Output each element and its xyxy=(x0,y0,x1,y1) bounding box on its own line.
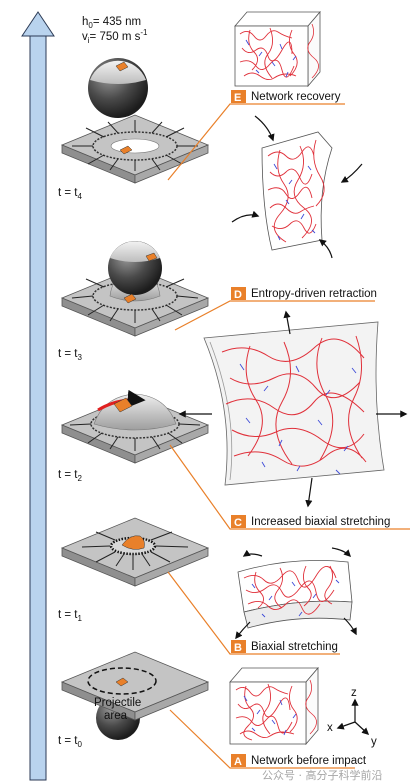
stage-label-b: B Biaxial stretching xyxy=(231,640,338,654)
stage-t1-illustration xyxy=(60,517,210,587)
svg-text:Increased biaxial stretching: Increased biaxial stretching xyxy=(251,516,390,528)
coordinate-axes: z x y xyxy=(327,687,377,748)
projectile-area-line1: Projectile xyxy=(94,697,141,709)
stage-label-c: C Increased biaxial stretching xyxy=(231,515,390,529)
stage-t3-illustration xyxy=(60,241,210,337)
svg-text:B: B xyxy=(234,642,242,654)
stage-label-d: D Entropy-driven retraction xyxy=(231,287,377,301)
axis-y-label: y xyxy=(371,736,377,748)
h0-parameter: h0= 435 nm xyxy=(82,16,141,30)
stage-t0-illustration xyxy=(60,651,210,740)
axis-z-label: z xyxy=(351,687,357,699)
stage-label-e: E Network recovery xyxy=(231,90,341,104)
network-cube-a xyxy=(229,666,319,746)
svg-text:C: C xyxy=(234,517,242,529)
svg-text:D: D xyxy=(234,289,242,301)
svg-text:A: A xyxy=(234,756,242,768)
svg-text:Network recovery: Network recovery xyxy=(251,91,341,103)
network-cube-e xyxy=(234,10,321,88)
network-sheet-stretched xyxy=(178,310,408,508)
projectile-area-line2: area xyxy=(104,710,128,722)
time-label-t2: t = t2 xyxy=(58,469,83,483)
time-label-t4: t = t4 xyxy=(58,187,83,201)
time-label-t1: t = t1 xyxy=(58,609,83,623)
connector-lines xyxy=(167,103,410,769)
time-arrow xyxy=(21,11,55,781)
vi-parameter: vi= 750 m s-1 xyxy=(82,28,148,45)
stage-t2-illustration xyxy=(60,389,210,464)
time-label-t0: t = t0 xyxy=(58,735,83,749)
svg-text:Entropy-driven retraction: Entropy-driven retraction xyxy=(251,288,377,300)
network-sheet-recovery xyxy=(231,115,363,259)
svg-text:Network before impact: Network before impact xyxy=(251,755,367,767)
network-block-stretched xyxy=(235,547,357,640)
time-label-t3: t = t3 xyxy=(58,348,83,362)
svg-text:E: E xyxy=(234,92,241,104)
watermark-text: 公众号 · 高分子科学前沿 xyxy=(262,768,383,782)
stage-label-a: A Network before impact xyxy=(231,754,367,768)
axis-x-label: x xyxy=(327,722,333,734)
stage-t4-illustration xyxy=(60,58,210,184)
svg-text:Biaxial stretching: Biaxial stretching xyxy=(251,641,338,653)
